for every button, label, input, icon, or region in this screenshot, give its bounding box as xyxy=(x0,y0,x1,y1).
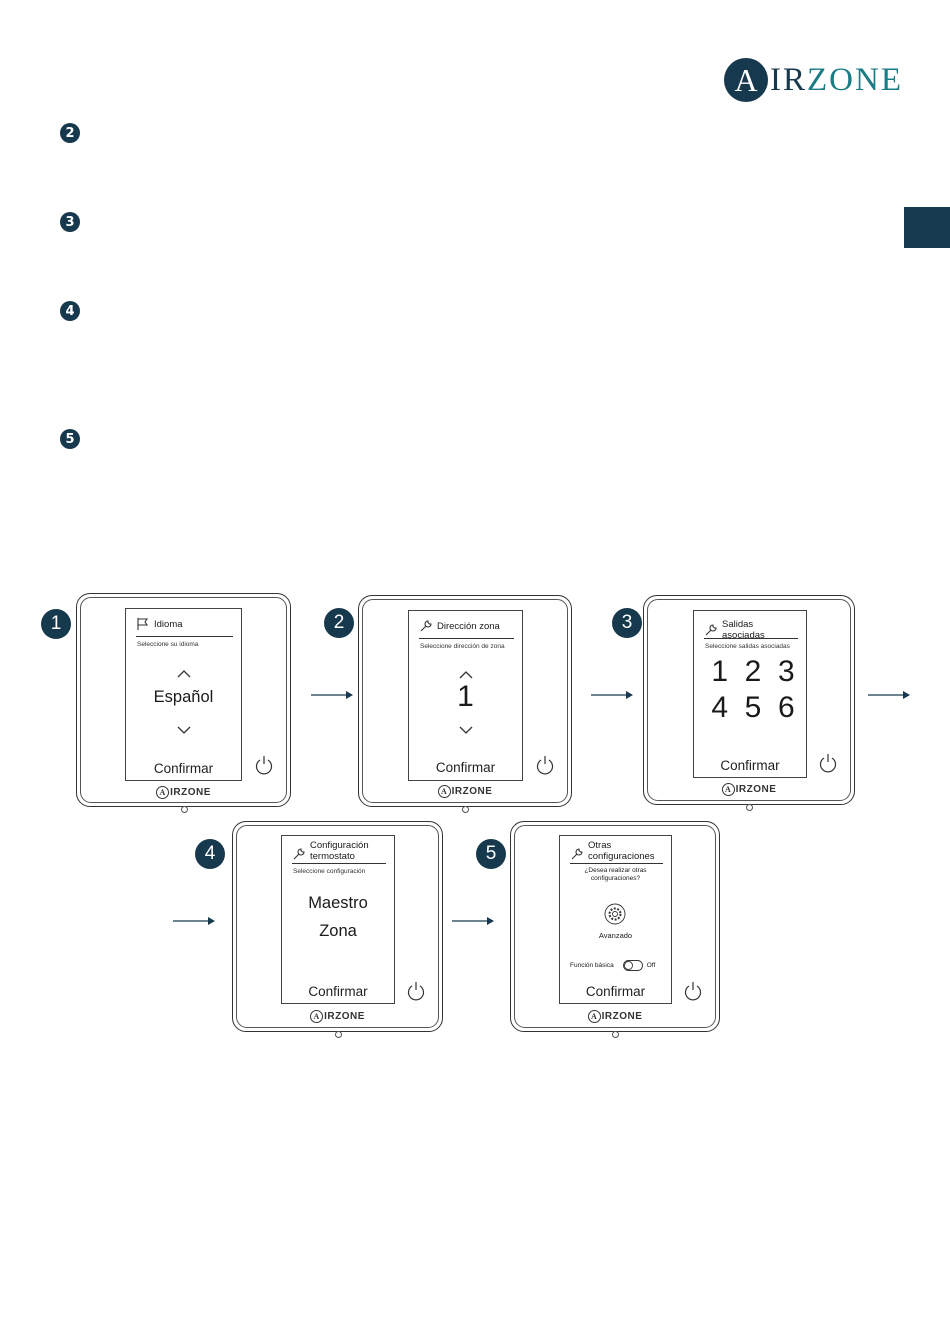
device-foot xyxy=(334,1031,342,1038)
chevron-up-icon[interactable] xyxy=(176,669,192,679)
output-6[interactable]: 6 xyxy=(777,691,795,724)
step-badge-1: 1 xyxy=(41,609,71,639)
arrow-right-icon xyxy=(591,691,633,699)
chevron-down-icon[interactable] xyxy=(176,725,192,735)
chevron-down-icon[interactable] xyxy=(458,725,474,735)
screen-subtitle: Seleccione su idioma xyxy=(137,641,199,648)
flag-icon xyxy=(137,618,149,630)
logo-mark-icon: A xyxy=(721,783,735,796)
logo-mark-icon: A xyxy=(310,1010,324,1023)
basic-function-label: Función básica xyxy=(570,962,614,969)
arrow-right-icon xyxy=(452,917,494,925)
logo-mark-icon: A xyxy=(437,785,451,798)
confirm-button[interactable]: Confirmar xyxy=(308,984,368,999)
output-1[interactable]: 1 xyxy=(711,655,728,688)
power-icon[interactable] xyxy=(254,754,274,776)
screen-header: Dirección zona xyxy=(419,619,514,633)
toggle-switch[interactable] xyxy=(622,960,643,971)
screen-subtitle: Seleccione salidas asociadas xyxy=(705,643,790,650)
option-master[interactable]: Maestro xyxy=(308,894,368,912)
step-bullet-3: 3 xyxy=(60,212,80,232)
step-bullet-5: 5 xyxy=(60,429,80,449)
power-icon[interactable] xyxy=(406,980,426,1002)
step-badge-4: 4 xyxy=(195,839,225,869)
screen-title: Dirección zona xyxy=(437,620,500,632)
logo-initial: A xyxy=(724,58,768,102)
wrench-icon xyxy=(571,848,583,860)
arrow-right-icon xyxy=(311,691,353,699)
advanced-label: Avanzado xyxy=(598,931,633,940)
chevron-up-icon[interactable] xyxy=(458,670,474,680)
step-badge-3: 3 xyxy=(612,608,642,638)
step-bullet-2: 2 xyxy=(60,123,80,143)
confirm-button[interactable]: Confirmar xyxy=(585,984,646,999)
option-zone[interactable]: Zona xyxy=(319,922,357,940)
header-rule xyxy=(136,636,233,637)
screen-title: Salidas asociadas xyxy=(722,619,765,641)
outputs-grid: 1 2 3 4 5 6 xyxy=(703,655,803,725)
logo-mark-icon: A xyxy=(156,786,170,799)
power-icon[interactable] xyxy=(535,754,555,776)
thermostat-zone-address: Dirección zona Seleccione dirección de z… xyxy=(358,595,572,813)
power-icon[interactable] xyxy=(818,752,838,774)
confirm-button[interactable]: Confirmar xyxy=(153,761,214,776)
language-value: Español xyxy=(153,688,214,706)
device-screen: Dirección zona Seleccione dirección de z… xyxy=(408,610,523,781)
output-2[interactable]: 2 xyxy=(744,655,762,688)
toggle-state: Off xyxy=(646,962,656,969)
header-rule xyxy=(419,638,514,639)
step-badge-2: 2 xyxy=(324,608,354,638)
output-4[interactable]: 4 xyxy=(711,691,728,724)
thermostat-language: Idioma Seleccione su idioma Español Conf… xyxy=(76,593,291,813)
zone-address-value: 1 xyxy=(457,680,474,713)
logo-mark-icon: A xyxy=(587,1010,601,1023)
gear-icon[interactable] xyxy=(604,903,626,925)
thermostat-outputs: Salidas asociadas Seleccione salidas aso… xyxy=(643,595,855,811)
device-foot xyxy=(746,804,753,811)
power-icon[interactable] xyxy=(683,980,703,1002)
confirm-button[interactable]: Confirmar xyxy=(435,760,496,775)
device-foot xyxy=(462,806,469,813)
header-rule xyxy=(704,638,798,639)
device-screen: Idioma Seleccione su idioma Español Conf… xyxy=(125,608,242,781)
step-badge-5: 5 xyxy=(476,839,506,869)
output-3[interactable]: 3 xyxy=(777,655,795,688)
basic-function-row: Función básica Off xyxy=(570,960,665,971)
wrench-icon xyxy=(293,848,305,860)
screen-subtitle: Seleccione configuración xyxy=(293,868,366,875)
step-bullet-4: 4 xyxy=(60,301,80,321)
wrench-icon xyxy=(420,620,432,632)
logo-wordmark: IRZONE xyxy=(770,61,903,98)
wrench-icon xyxy=(705,624,717,636)
output-5[interactable]: 5 xyxy=(744,691,762,724)
screen-header: Idioma xyxy=(136,617,233,631)
airzone-logo: A IRZONE xyxy=(724,58,903,102)
screen-header: Salidas asociadas xyxy=(704,619,798,641)
screen-subtitle: Seleccione dirección de zona xyxy=(420,643,505,650)
device-foot xyxy=(180,806,188,813)
header-rule xyxy=(292,863,386,864)
device-foot xyxy=(612,1031,619,1038)
screen-title: Idioma xyxy=(154,618,183,630)
section-tab xyxy=(904,207,950,248)
device-screen: Salidas asociadas Seleccione salidas aso… xyxy=(693,610,807,778)
arrow-right-icon xyxy=(173,917,215,925)
confirm-button[interactable]: Confirmar xyxy=(720,758,780,773)
header-rule xyxy=(570,863,663,864)
arrow-right-icon xyxy=(868,691,910,699)
